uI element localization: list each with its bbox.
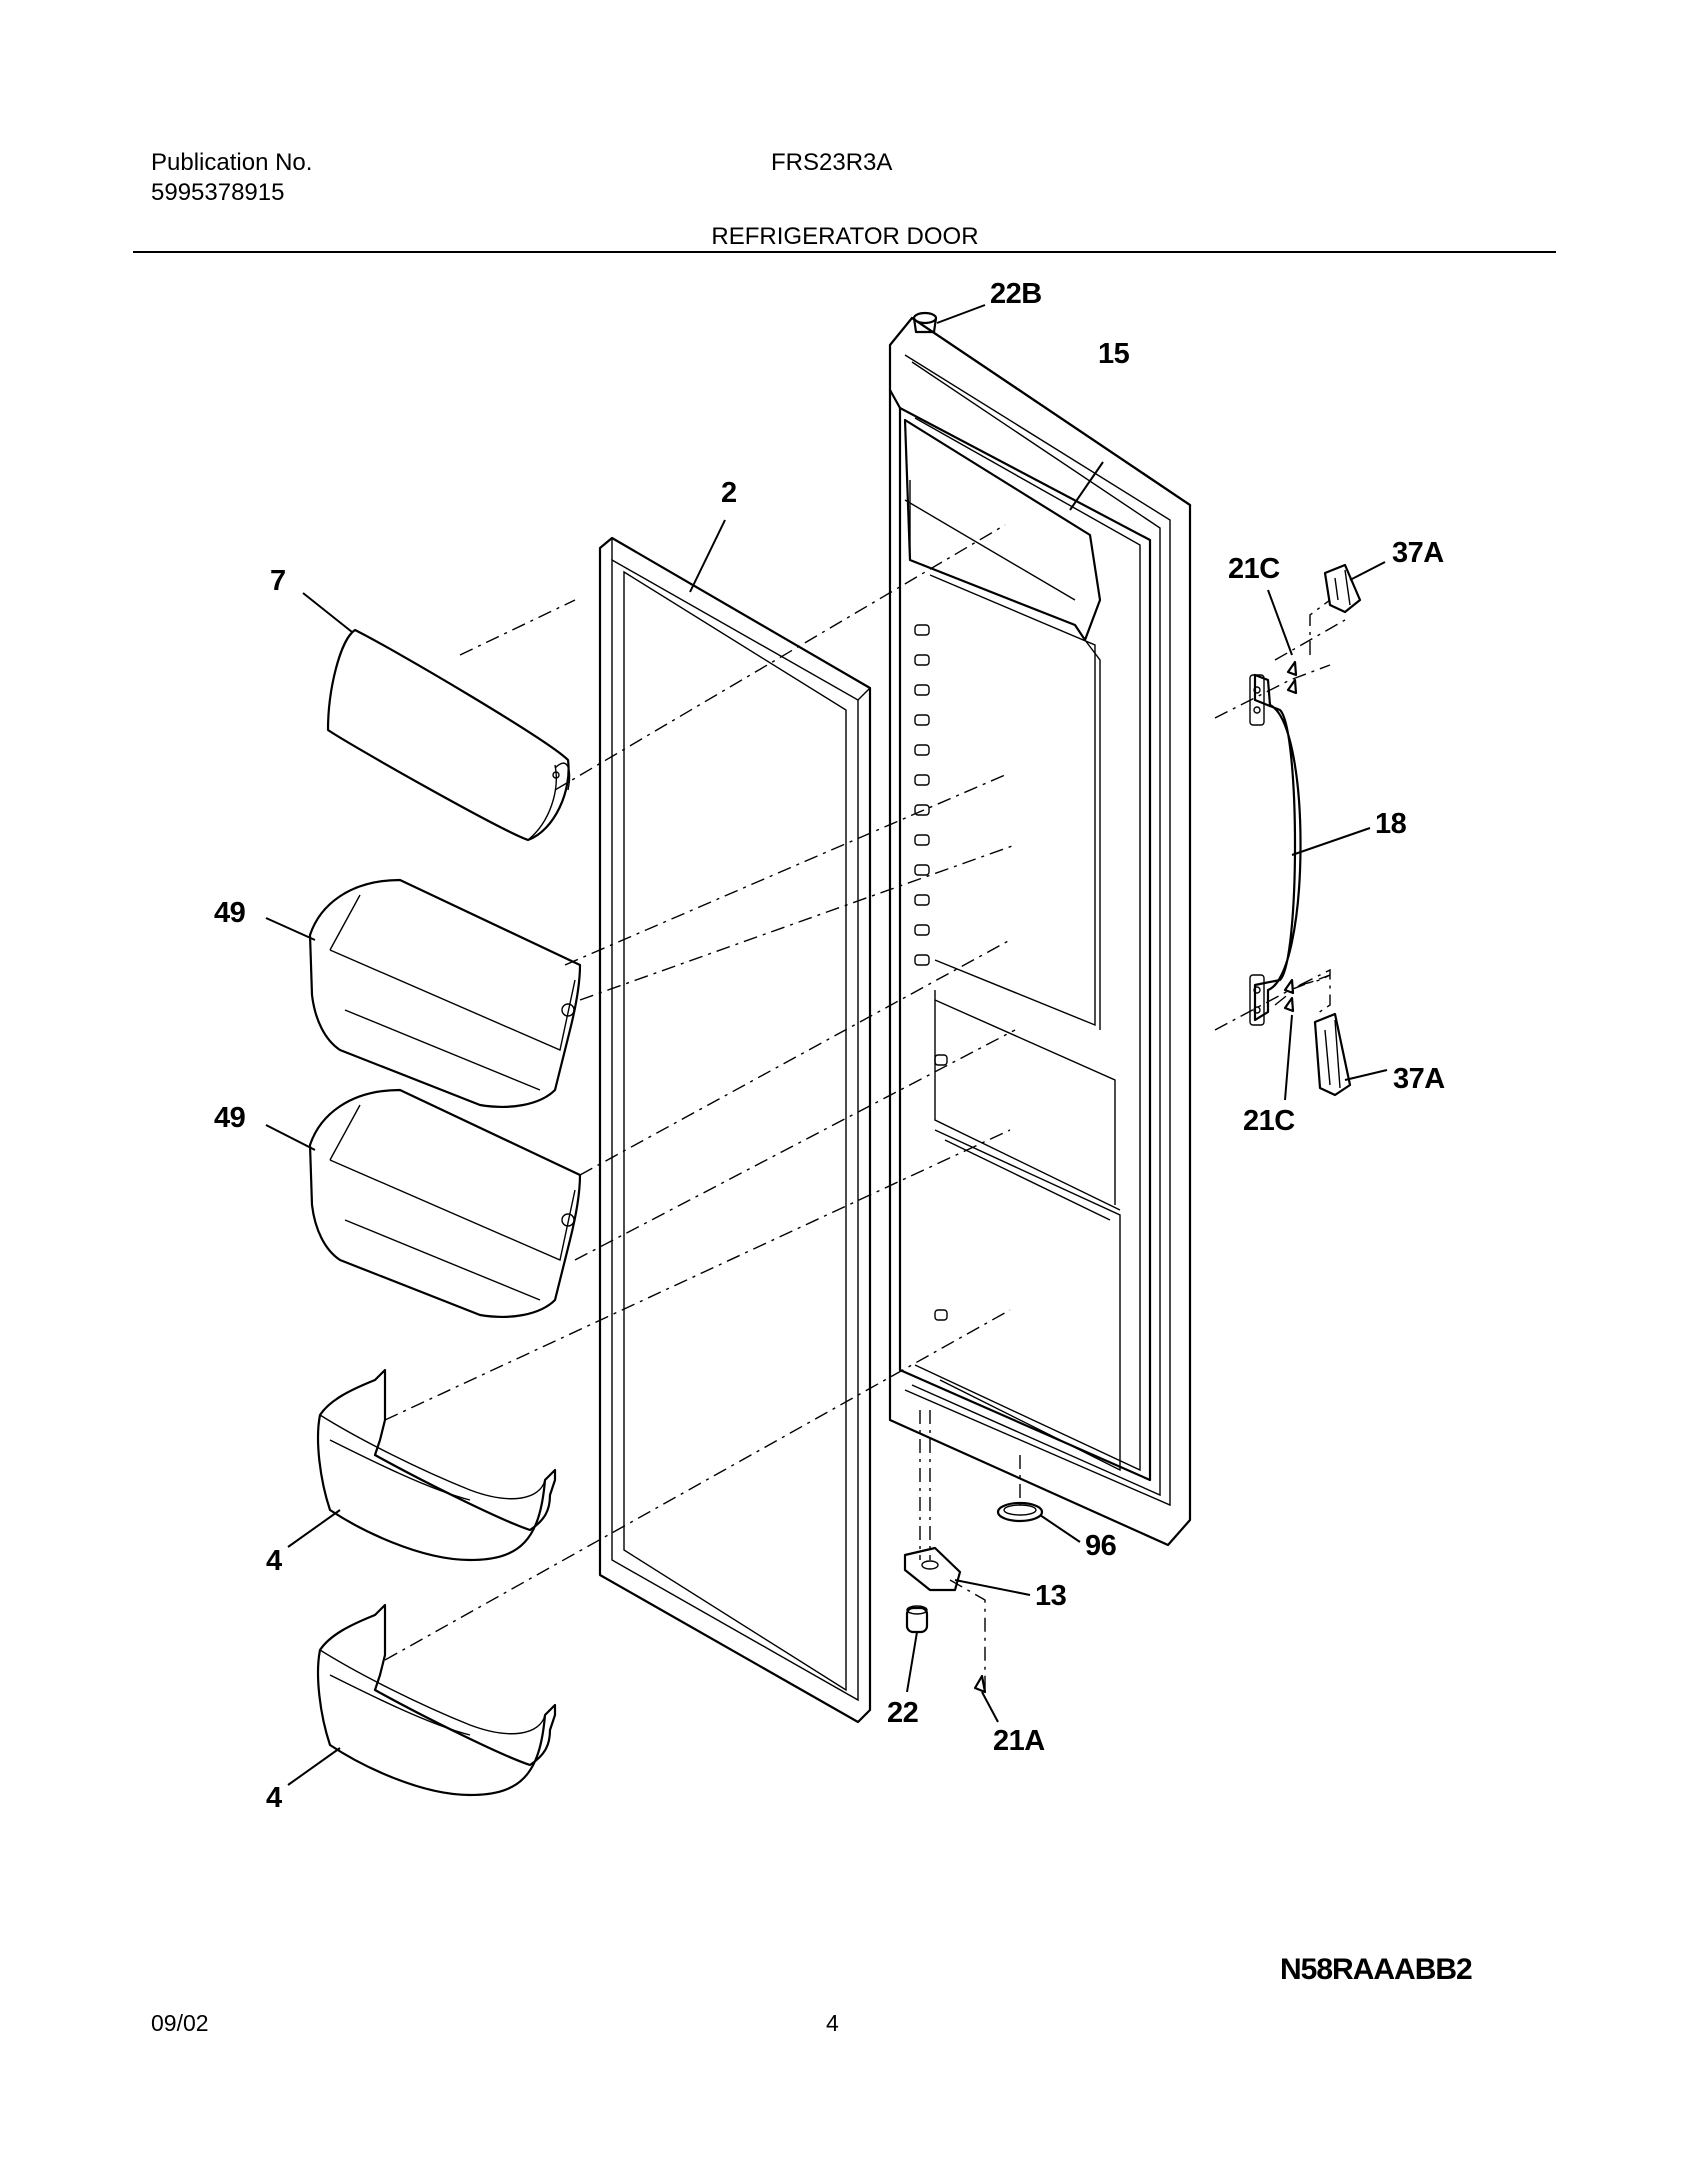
assembly-dashed-lines bbox=[384, 524, 1346, 1690]
publication-number: 5995378915 bbox=[151, 179, 285, 206]
callout-37a-bottom: 37A bbox=[1393, 1063, 1445, 1095]
part-96-button bbox=[996, 1501, 1044, 1523]
part-13-hinge bbox=[903, 1546, 962, 1592]
part-21c-screws bbox=[1283, 660, 1298, 1013]
callout-37a-top: 37A bbox=[1392, 537, 1444, 569]
part-18-handle bbox=[1249, 673, 1302, 1026]
diagram-code: N58RAAABB2 bbox=[1280, 1953, 1473, 1986]
part-21a-screw bbox=[973, 1674, 987, 1694]
callout-2: 2 bbox=[721, 477, 737, 509]
header-rule bbox=[133, 251, 1556, 253]
callout-4-top: 4 bbox=[266, 1545, 282, 1577]
leader-lines bbox=[265, 304, 1388, 1786]
part-4-rack-upper bbox=[316, 1368, 557, 1562]
part-4-rack-lower bbox=[316, 1603, 557, 1797]
part-2-gasket bbox=[598, 536, 872, 1724]
model-number: FRS23R3A bbox=[771, 149, 893, 176]
part-15-door-liner bbox=[888, 316, 1192, 1547]
callout-7: 7 bbox=[270, 565, 286, 597]
callout-21a: 21A bbox=[993, 1725, 1045, 1757]
section-title: REFRIGERATOR DOOR bbox=[711, 223, 979, 250]
publication-label: Publication No. bbox=[151, 149, 313, 176]
part-22b-plug bbox=[912, 311, 938, 334]
callout-96: 96 bbox=[1085, 1530, 1117, 1562]
callout-22: 22 bbox=[887, 1697, 919, 1729]
part-37a-caps bbox=[1313, 563, 1362, 1097]
part-22-bushing bbox=[905, 1605, 929, 1634]
callout-21c-top: 21C bbox=[1228, 553, 1280, 585]
callout-22b: 22B bbox=[990, 278, 1042, 310]
callout-15: 15 bbox=[1098, 338, 1130, 370]
callout-49-top: 49 bbox=[214, 897, 246, 929]
callout-21c-bottom: 21C bbox=[1243, 1105, 1295, 1137]
callout-18: 18 bbox=[1375, 808, 1407, 840]
part-49-bin-upper bbox=[308, 878, 582, 1108]
callout-13: 13 bbox=[1035, 1580, 1067, 1612]
callout-49-bottom: 49 bbox=[214, 1102, 246, 1134]
part-49-bin-lower bbox=[308, 1088, 582, 1318]
footer-date: 09/02 bbox=[151, 2010, 209, 2036]
part-7-cover bbox=[326, 628, 571, 842]
callout-4-bottom: 4 bbox=[266, 1782, 282, 1814]
page-number: 4 bbox=[826, 2010, 839, 2036]
